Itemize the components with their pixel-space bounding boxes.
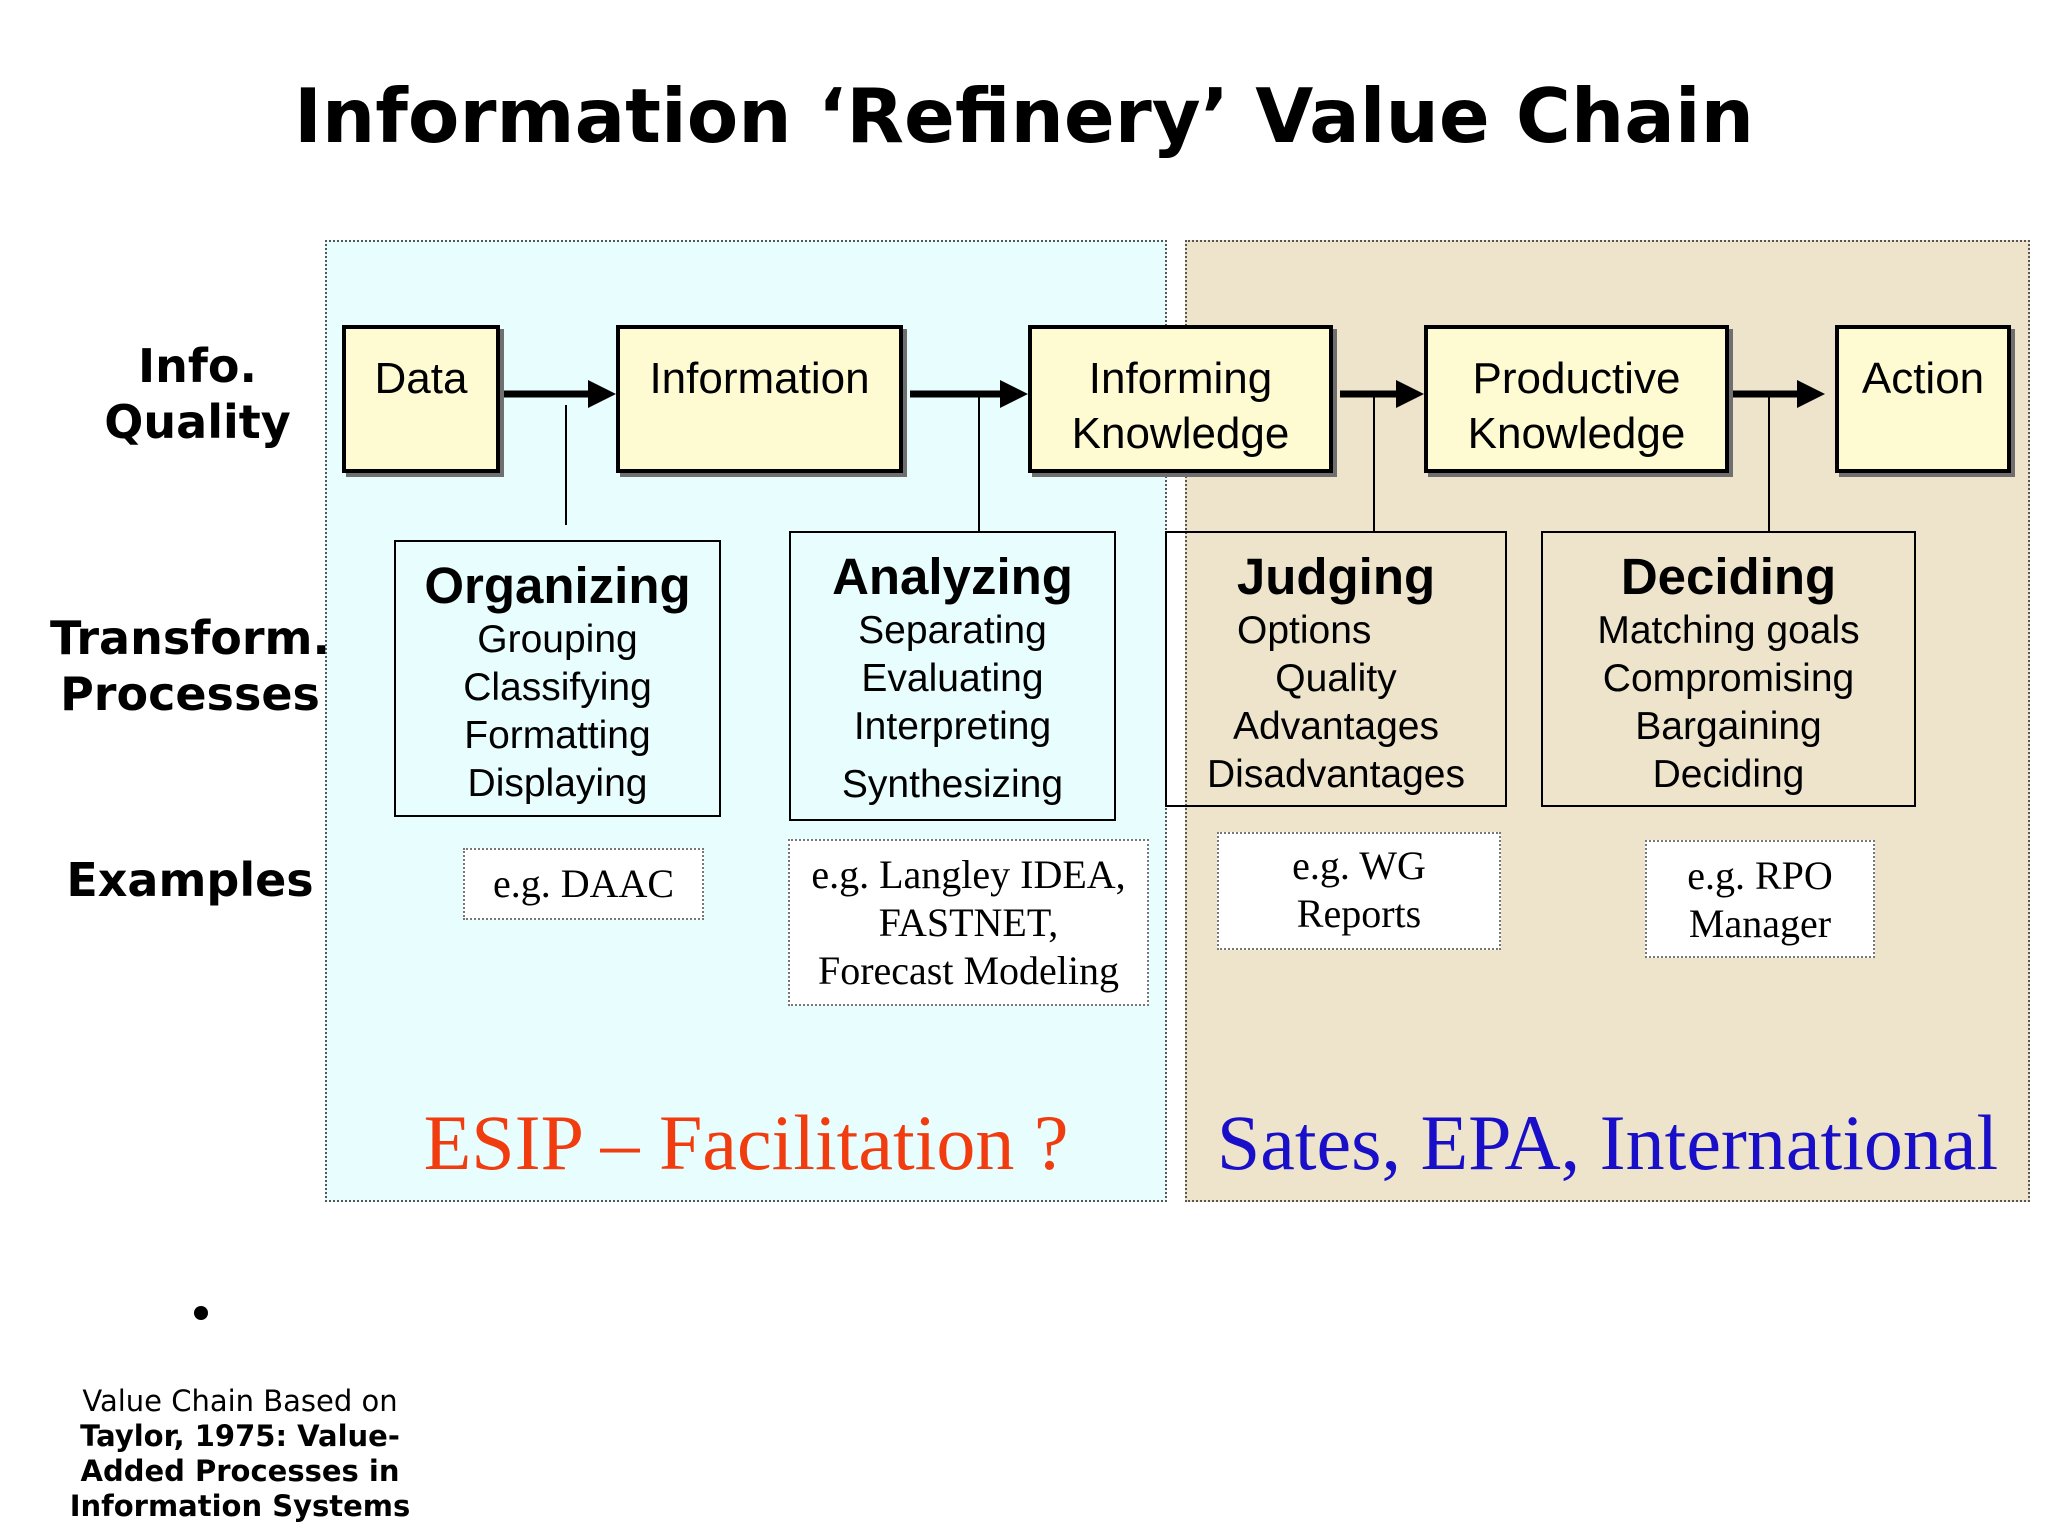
stage-action: Action [1835, 325, 2011, 473]
arrow-productive-to-action [1718, 380, 1825, 408]
bullet-dot [194, 1306, 208, 1320]
process-organizing: Organizing Grouping Classifying Formatti… [394, 540, 721, 817]
row-label-info-quality: Info. Quality [104, 339, 291, 449]
stage-informing-knowledge: Informing Knowledge [1028, 325, 1333, 473]
example-wg-reports: e.g. WG Reports [1217, 832, 1501, 950]
arrow-informing-to-productive [1340, 380, 1424, 408]
row-label-examples: Examples [66, 853, 314, 907]
arrow-information-to-informing [910, 380, 1028, 408]
stage-productive-knowledge: Productive Knowledge [1424, 325, 1729, 473]
process-analyzing: Analyzing Separating Evaluating Interpre… [789, 531, 1116, 821]
source-credit: Value Chain Based on Taylor, 1975: Value… [69, 1384, 411, 1523]
example-daac: e.g. DAAC [463, 848, 704, 920]
example-rpo-manager: e.g. RPO Manager [1645, 840, 1875, 958]
arrow-data-to-information [500, 380, 616, 408]
process-judging: Judging Options Quality Advantages Disad… [1165, 531, 1507, 807]
stage-information: Information [616, 325, 903, 473]
row-label-transform-processes: Transform. Processes [50, 611, 330, 721]
page-title: Information ‘Refinery’ Value Chain [293, 72, 1754, 160]
stage-data: Data [342, 325, 500, 473]
example-langley-idea: e.g. Langley IDEA, FASTNET, Forecast Mod… [788, 839, 1149, 1006]
esip-facilitation-label: ESIP – Facilitation ? [423, 1099, 1069, 1186]
process-deciding: Deciding Matching goals Compromising Bar… [1541, 531, 1916, 807]
agencies-label: Sates, EPA, International [1216, 1099, 1999, 1186]
